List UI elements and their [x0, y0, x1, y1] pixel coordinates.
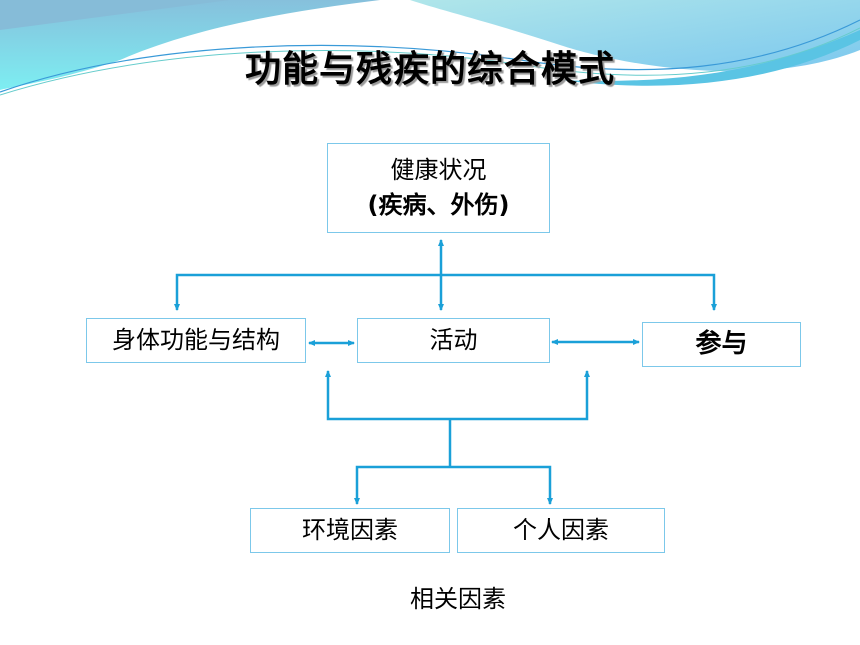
environmental-factors-box: 环境因素 [250, 508, 450, 553]
health-condition-sub: (疾病、外伤) [367, 191, 510, 219]
slide-title: 功能与残疾的综合模式 [244, 49, 615, 90]
activity-box: 活动 [357, 318, 550, 363]
personal-factors-box: 个人因素 [457, 508, 665, 553]
body-function-box: 身体功能与结构 [86, 318, 306, 363]
health-condition-box: 健康状况 (疾病、外伤) [327, 143, 550, 233]
contextual-factors-label: 相关因素 [410, 585, 506, 613]
header-wave-decoration [0, 0, 860, 96]
participation-box: 参与 [642, 322, 801, 367]
health-condition-label: 健康状况 [390, 156, 487, 185]
